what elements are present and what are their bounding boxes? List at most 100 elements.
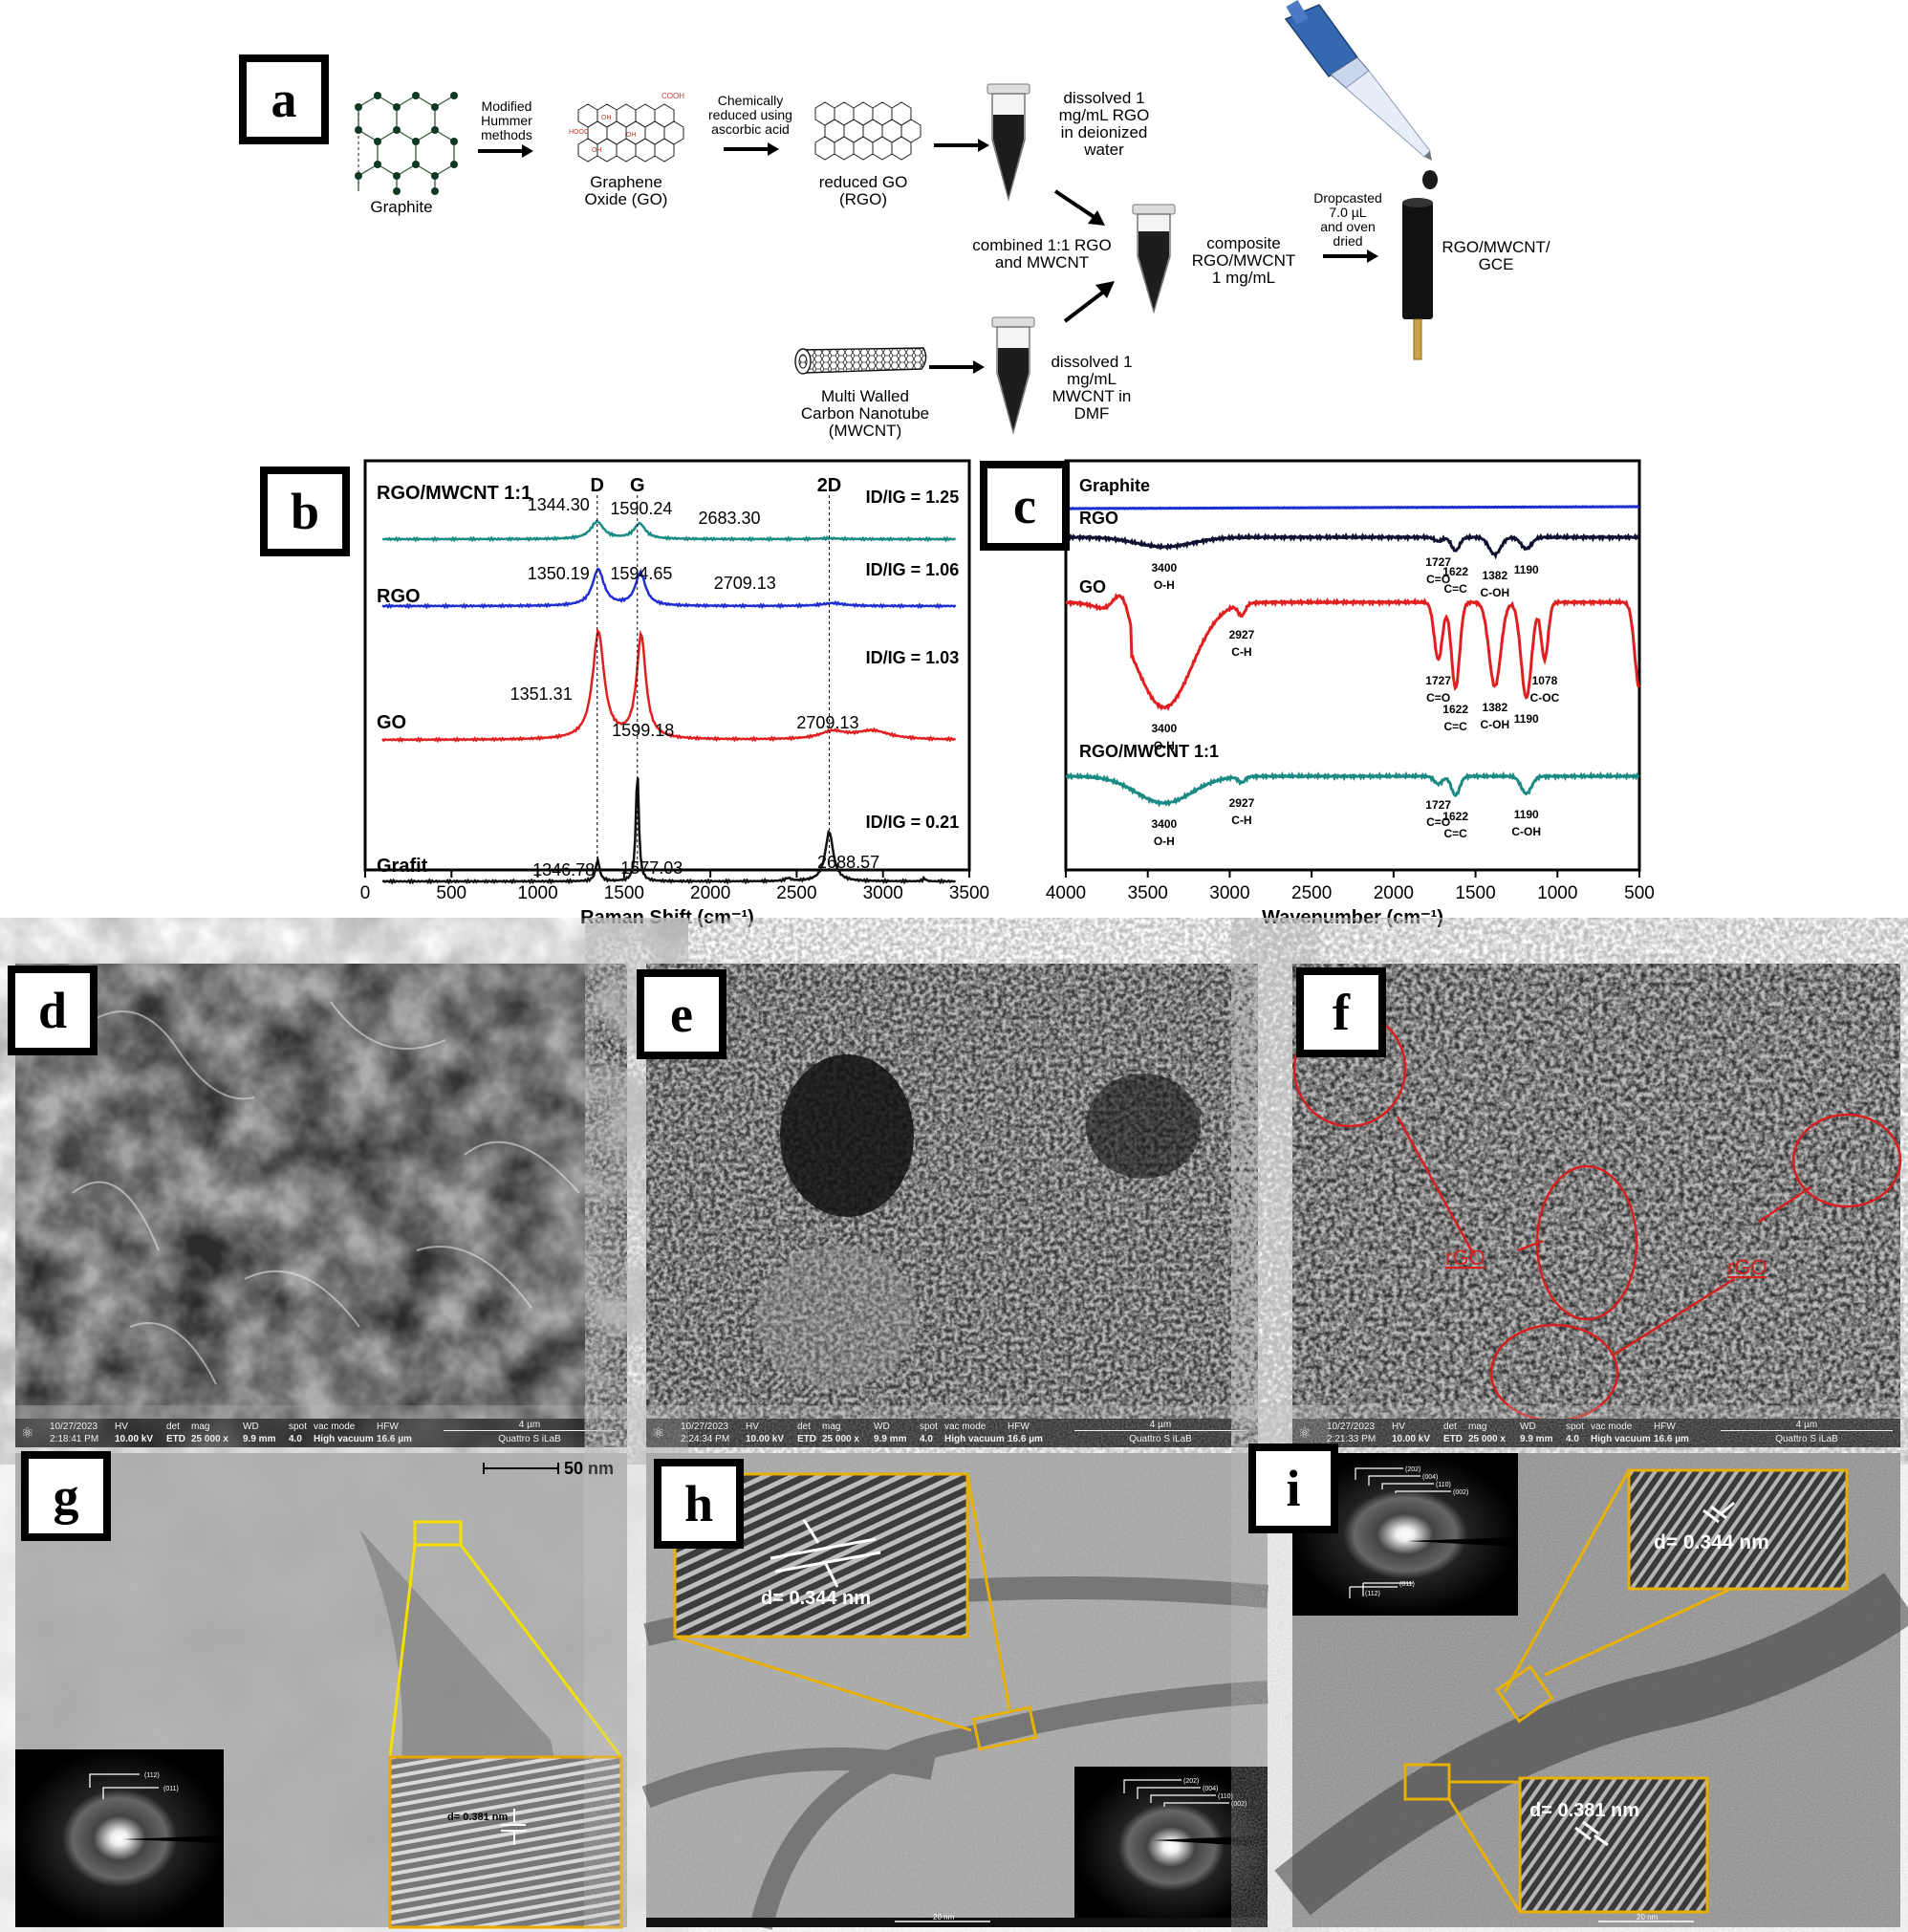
sem-info-bar: ⚛ 10/27/2023 2:18:41 PM HV 10.00 kV det … [15,1419,627,1447]
raman-intensity-ratio: ID/IG = 0.21 [866,813,960,832]
sem-mag-label: mag [1468,1422,1487,1432]
sem-mag: 25 000 x [822,1434,859,1444]
ftir-band-label: 2927 [1229,796,1255,810]
saed-index: (004) [1203,1786,1218,1792]
raman-peak-label: 1351.31 [510,684,573,704]
ftir-series-line [1065,771,1640,808]
saed-index: (110) [1436,1482,1451,1488]
graphite-label: Graphite [370,198,433,216]
sem-scale-bar: 4 µm [1074,1420,1247,1431]
sem-det-label: det [166,1422,180,1432]
sem-time: 2:24:34 PM [681,1434,730,1444]
ftir-band-group: C=C [1443,720,1467,733]
ftir-band-label: 1727 [1425,798,1451,812]
tem-image-composite: d= 0.344 nm d= 0.381 nm (202) (004) (110… [1274,1453,1908,1927]
ftir-x-tick-label: 500 [1624,883,1655,903]
ftir-band-label: 1382 [1482,569,1507,582]
raman-series-name: RGO/MWCNT 1:1 [377,483,531,504]
ftir-series-line [1065,505,1640,510]
sem-date: 10/27/2023 [681,1422,729,1432]
ftir-series-line [1066,593,1641,711]
sem-det: ETD [797,1434,816,1444]
sem-lab: Quattro S iLaB [1129,1434,1192,1444]
ftir-band-label: 1190 [1514,563,1539,576]
saed-index: (202) [1405,1466,1420,1473]
ftir-band-label: 1190 [1514,712,1539,726]
panel-label-d: d [8,966,98,1055]
arrow-right-icon [929,360,985,374]
hooc-label: HOOC [569,129,589,136]
d-spacing-label: d= 0.344 nm [1654,1531,1769,1553]
ftir-band-label: 1382 [1482,701,1507,714]
sem-wd-label: WD [1520,1422,1536,1432]
ftir-x-tick-label: 1000 [1537,883,1577,903]
sem-hfw: 16.6 µm [377,1434,412,1444]
raman-intensity-ratio: ID/IG = 1.03 [866,648,960,667]
step2-label: Chemically reduced using ascorbic acid [708,93,792,137]
tem-image-rgo: d= 0.381 nm (112) (011) 50 nm [15,1453,627,1929]
sem-hv: 10.00 kV [746,1434,785,1444]
panel-label-g: g [21,1451,111,1541]
composite-label: composite RGO/MWCNT 1 mg/mL [1191,234,1296,287]
sem-spot: 4.0 [1566,1434,1579,1444]
ftir-band-label: 3400 [1152,817,1178,831]
arrow-right-icon [934,139,989,152]
sem-lab: Quattro S iLaB [498,1434,561,1444]
sem-wd: 9.9 mm [874,1434,907,1444]
ftir-band-group: C=O [1426,691,1450,705]
go-label: Graphene Oxide (GO) [584,173,668,208]
sem-wd-label: WD [243,1422,259,1432]
oh-label: OH [592,147,602,154]
fei-logo-icon: ⚛ [21,1425,34,1442]
panel-label-b: b [260,467,350,556]
raman-peak-label: 1590.24 [610,499,672,518]
raman-x-tick-label: 3000 [863,883,903,903]
arrow-right-icon [478,144,533,158]
raman-peak-label: 1350.19 [528,564,590,583]
raman-series-name: GO [377,712,406,733]
raman-x-tick-label: 0 [360,883,371,903]
step1-label: Modified Hummer methods [481,98,532,142]
ftir-band-label: 1727 [1425,674,1451,687]
sem-mag: 25 000 x [1468,1434,1506,1444]
ftir-band-label: 1190 [1514,808,1539,821]
tem-scale-bar: 50 nm [564,1459,614,1478]
pipette-icon [1284,0,1438,189]
panel-label-e: e [637,969,726,1059]
raman-peak-label: 1599.18 [612,721,674,740]
sem-scale-bar: 4 µm [1721,1420,1893,1431]
sem-scale-bar: 4 µm [444,1420,616,1431]
arrow-up-right-icon [1063,281,1115,323]
sem-hfw: 16.6 µm [1008,1434,1043,1444]
ftir-band-group: O-H [1154,835,1175,848]
ftir-band-group: C-OH [1480,586,1509,599]
ftir-x-tick-label: 2500 [1291,883,1332,903]
cooh-label: COOH [661,92,684,100]
electrode-icon [1402,198,1433,360]
raman-series-line [381,777,956,885]
saed-index: (112) [1365,1591,1380,1597]
sem-spot-label: spot [1566,1422,1584,1432]
rgo-annotation: rGO [1445,1246,1485,1270]
sem-spot: 4.0 [289,1434,302,1444]
dropcast-label: Dropcasted 7.0 µL and oven dried [1313,190,1382,249]
sem-mag-label: mag [822,1422,841,1432]
d-spacing-label: d= 0.381 nm [1529,1800,1639,1821]
ftir-band-label: 3400 [1152,722,1178,735]
electrode-label: RGO/MWCNT/ GCE [1442,238,1550,273]
raman-peak-label: 2709.13 [714,574,776,593]
graphene-oxide-structure-icon: COOH HOOC OH OH OH [569,92,684,163]
ftir-band-label: 1078 [1532,674,1558,687]
raman-x-tick-label: 2500 [776,883,816,903]
sem-vac: High vacuum [1591,1434,1651,1444]
ftir-series-name: RGO [1079,509,1118,528]
tem-scale-bar: 20 nm [1637,1913,1659,1921]
sem-date: 10/27/2023 [1327,1422,1376,1432]
mwcnt-solution-tube-icon [991,316,1035,435]
ftir-band-label: 1622 [1442,565,1468,578]
oh-label: OH [601,115,612,121]
ftir-band-label: 1622 [1442,810,1468,823]
saed-index: (011) [163,1786,179,1792]
saed-index: (112) [144,1772,160,1779]
ftir-band-group: C-H [1231,645,1251,659]
